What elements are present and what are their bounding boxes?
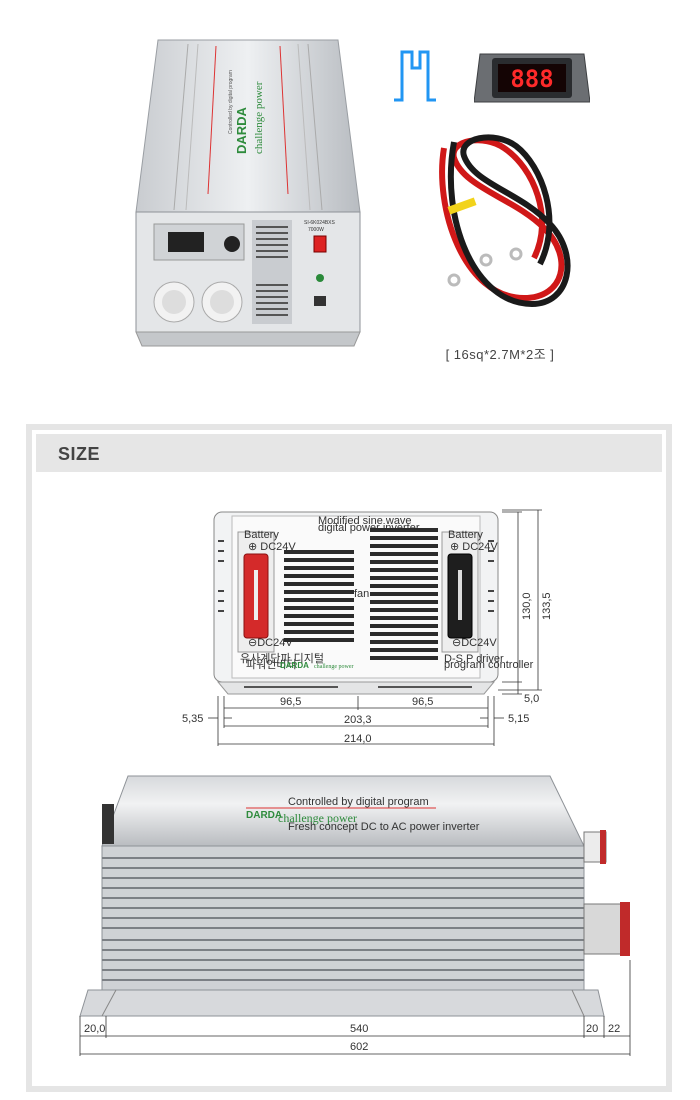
meter-display-text: 888 bbox=[510, 65, 553, 93]
side-dim-middle: 540 bbox=[350, 1023, 368, 1035]
size-section: SIZE Modified sine wave digital power in… bbox=[26, 424, 672, 1092]
dim-span-right: 96,5 bbox=[412, 696, 433, 708]
product-brand-text: DARDA bbox=[234, 106, 249, 154]
front-korean-1: 유사계단파 디지털 bbox=[240, 652, 324, 665]
digital-meter-image: 888 bbox=[474, 53, 590, 103]
front-tagline-text: challenge power bbox=[314, 664, 353, 670]
side-dim-total: 602 bbox=[350, 1041, 368, 1053]
side-dim-right2: 22 bbox=[608, 1023, 620, 1035]
modified-sine-wave-icon bbox=[394, 50, 436, 102]
front-view-drawing: Modified sine wave digital power inverte… bbox=[182, 509, 553, 746]
front-heading-1: Modified sine wave bbox=[318, 515, 412, 527]
product-tagline-text: challenge power bbox=[253, 81, 265, 154]
product-model-text: SI-6K024BXS bbox=[304, 220, 336, 226]
dim-span-left: 96,5 bbox=[280, 696, 301, 708]
dim-foot: 5,0 bbox=[524, 693, 539, 705]
size-header-bar: SIZE bbox=[36, 434, 662, 472]
front-battery-left: Battery bbox=[244, 529, 279, 541]
dim-height-outer: 133,5 bbox=[541, 592, 553, 620]
front-dc-pos-right: ⊕ DC24V bbox=[450, 541, 498, 553]
product-wattage-text: 7000W bbox=[308, 227, 324, 233]
front-battery-right: Battery bbox=[448, 529, 483, 541]
front-driver-2: program controller bbox=[444, 659, 534, 671]
front-dc-neg-right: ⊖DC24V bbox=[452, 637, 497, 649]
front-driver-1: D-S.P driver bbox=[444, 653, 504, 665]
front-grille-left bbox=[284, 550, 354, 642]
front-fan-label: fan bbox=[354, 588, 369, 600]
side-top-small: Controlled by digital program bbox=[288, 796, 429, 808]
side-dim-left: 20,0 bbox=[84, 1023, 105, 1035]
product-top-small-text: Controlled by digital program bbox=[228, 70, 234, 134]
inverter-product-image: DARDA challenge power Controlled by digi… bbox=[135, 39, 361, 347]
side-view-drawing: Controlled by digital program DARDA chal… bbox=[79, 775, 631, 1056]
cable-spec-caption: [ 16sq*2.7M*2조 ] bbox=[445, 347, 555, 362]
product-photos: DARDA challenge power Controlled by digi… bbox=[0, 0, 700, 400]
dim-left-offset: 5,35 bbox=[182, 713, 203, 725]
side-dim-right1: 20 bbox=[586, 1023, 598, 1035]
front-dc-neg-left: ⊖DC24V bbox=[248, 637, 293, 649]
side-brand-text: DARDA bbox=[246, 810, 282, 821]
dim-height-inner: 130,0 bbox=[521, 592, 533, 620]
dim-inner-width: 203,3 bbox=[344, 714, 372, 726]
side-sub-text: Fresh concept DC to AC power inverter bbox=[288, 821, 480, 833]
battery-cable-image bbox=[439, 134, 571, 308]
dim-total-width: 214,0 bbox=[344, 733, 372, 745]
front-grille-right bbox=[370, 528, 438, 660]
front-korean-2: 파워인버터 bbox=[246, 658, 297, 671]
front-brand-text: DARDA bbox=[280, 661, 309, 670]
size-title: SIZE bbox=[58, 444, 101, 464]
dim-right-offset: 5,15 bbox=[508, 713, 529, 725]
side-tagline-text: challenge power bbox=[278, 811, 357, 825]
